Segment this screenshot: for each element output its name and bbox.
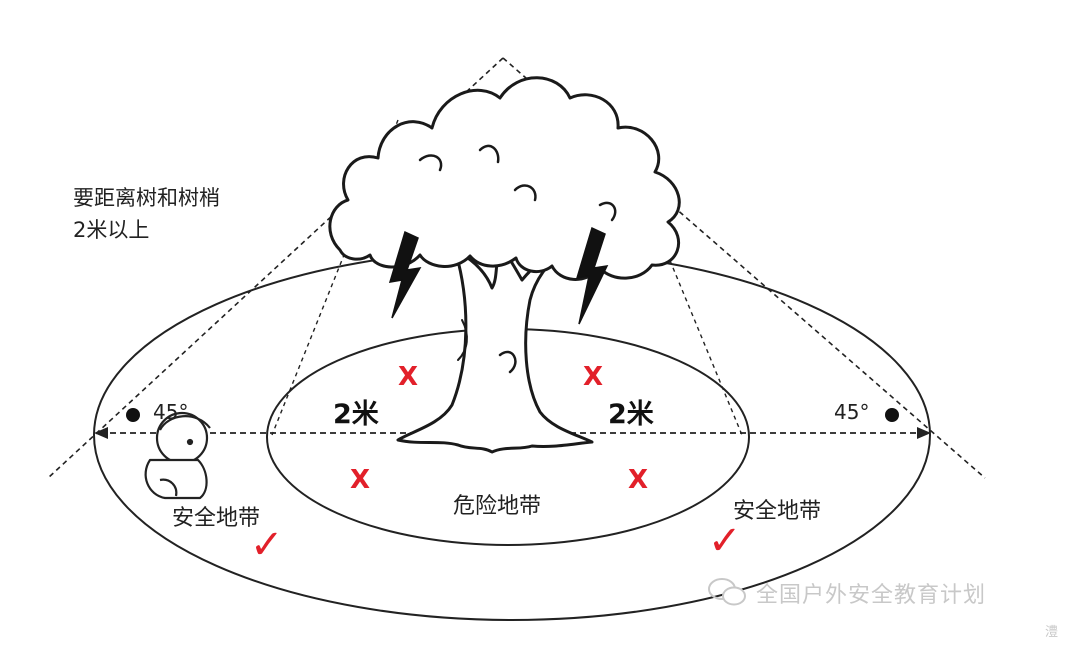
left-safe-zone-label: 安全地带 (172, 506, 261, 531)
danger-x-mark: X (350, 465, 371, 495)
danger-x-mark: X (583, 362, 604, 392)
right-angle-label: 45° (834, 400, 870, 424)
left-arrowhead (94, 427, 108, 439)
left-angle-label: 45° (153, 400, 189, 424)
watermark-corner-glyph: 澧 (1045, 625, 1059, 640)
left-anchor-dot (126, 408, 140, 422)
danger-x-mark: X (398, 362, 419, 392)
danger-zone-label: 危险地带 (453, 494, 542, 519)
right-45-degree-line (502, 57, 986, 479)
right-lightning-bolt (575, 226, 609, 325)
right-arrowhead (917, 427, 931, 439)
right-distance-label: 2米 (608, 399, 654, 430)
tree-crown (328, 76, 681, 281)
left-lightning-bolt (388, 230, 422, 319)
watermark-text: 全国户外安全教育计划 (756, 583, 987, 608)
distance-note-line1: 要距离树和树梢 (73, 186, 220, 210)
left-distance-label: 2米 (333, 399, 379, 430)
wechat-icon (708, 578, 746, 606)
right-anchor-dot (885, 408, 899, 422)
danger-x-mark: X (628, 465, 649, 495)
right-safe-zone-label: 安全地带 (733, 499, 822, 524)
distance-note-line2: 2米以上 (73, 218, 150, 242)
safe-check-mark: ✓ (708, 518, 742, 564)
safe-check-mark: ✓ (250, 522, 284, 568)
crouching-person-illustration (144, 411, 211, 500)
